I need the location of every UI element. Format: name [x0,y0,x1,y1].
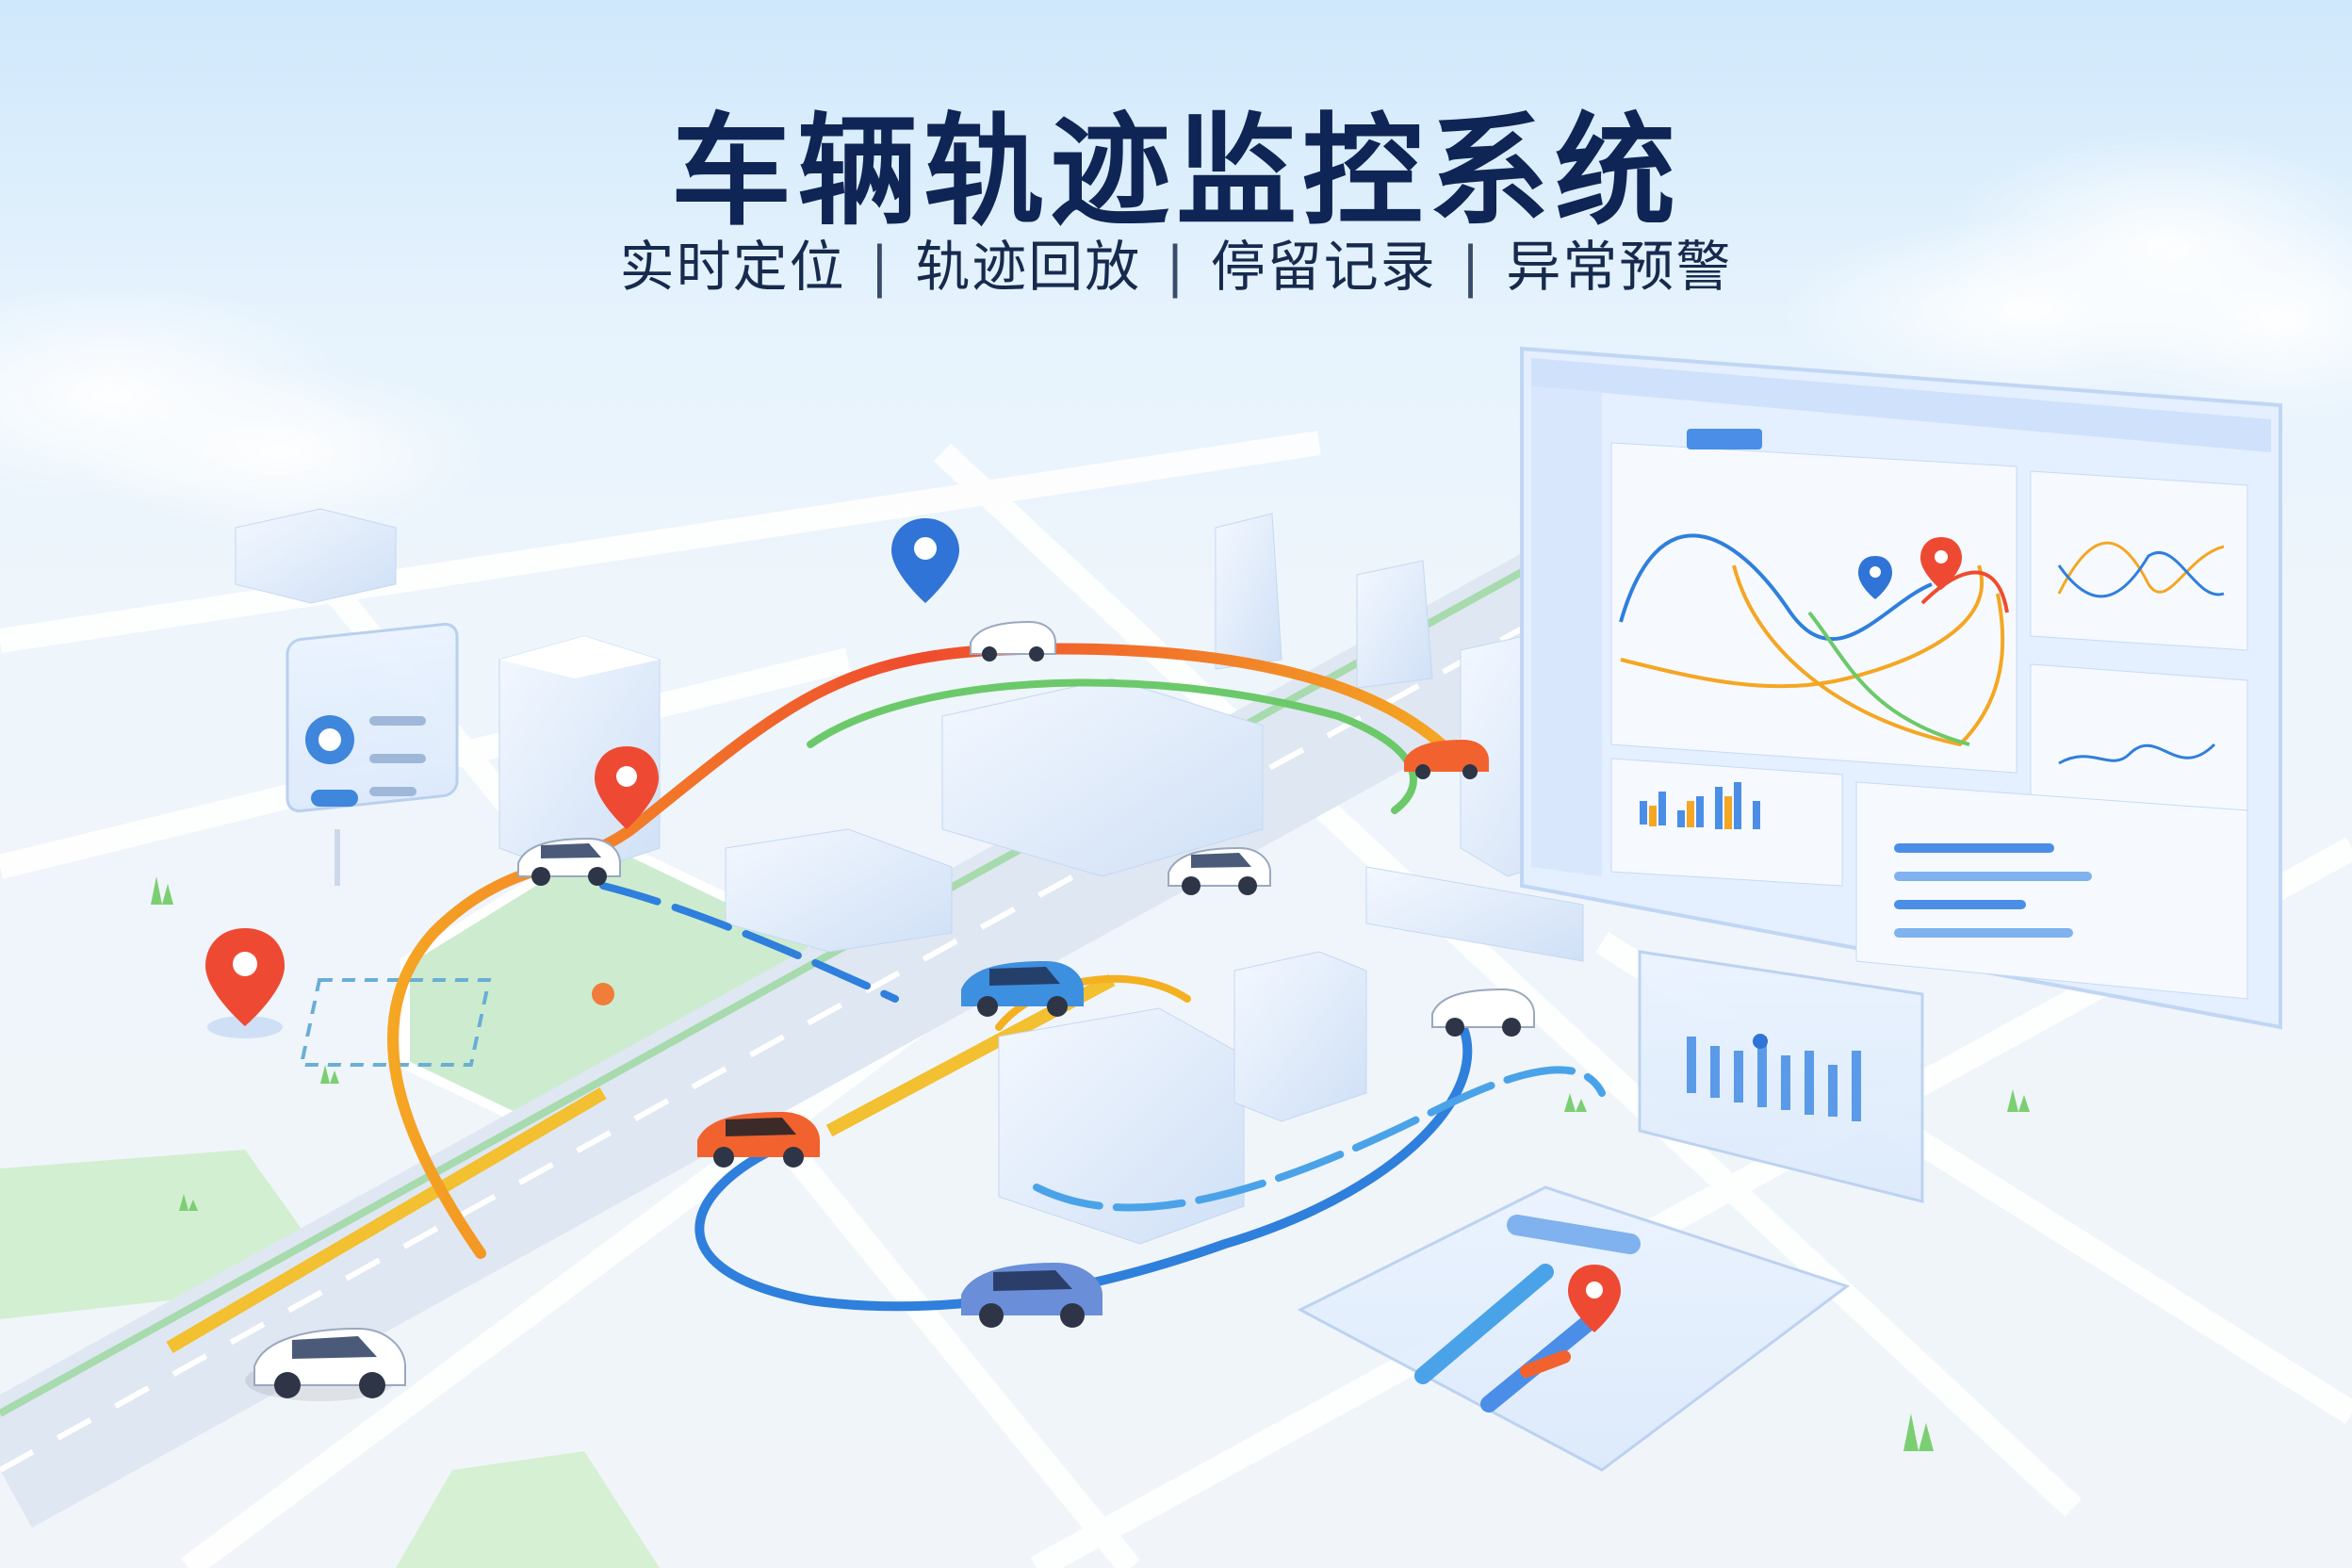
feature-track-playback: 轨迹回放 [915,235,1142,299]
feature-stop-record: 停留记录 [1210,235,1437,299]
feature-list: 实时定位 | 轨迹回放 | 停留记录 | 异常预警 [0,222,2352,302]
clouds [0,132,2352,537]
cars [245,620,1535,1401]
dashboard-monitor [1520,346,2282,1030]
separator: | [870,235,891,299]
feature-anomaly-alert: 异常预警 [1506,235,1733,299]
info-signboard [286,622,459,886]
car-icon [1431,988,1535,1037]
car-icon [970,620,1056,662]
location-pin-icon [891,518,959,603]
car-icon [961,961,1084,1017]
location-pin-icon [595,746,659,829]
map-pins [205,518,959,1038]
route-blue [599,882,899,1003]
car-icon [517,837,621,886]
location-pin-icon [1568,1265,1621,1332]
car-icon [1404,740,1489,779]
separator: | [1166,235,1186,299]
car-icon [1168,846,1271,895]
grass [151,876,2030,1451]
floating-chart-panel [1638,950,1924,1203]
location-pin-icon [205,928,285,1038]
separator: | [1461,235,1482,299]
route-red [386,643,1447,1259]
car-icon [697,1112,820,1168]
car-icon [961,1263,1102,1328]
floating-bar-panel [1297,1185,1851,1472]
buildings [235,508,1603,1245]
page-title: 车辆轨迹监控系统 [670,102,1681,242]
car-icon [245,1327,406,1401]
feature-realtime-location: 实时定位 [619,235,846,299]
